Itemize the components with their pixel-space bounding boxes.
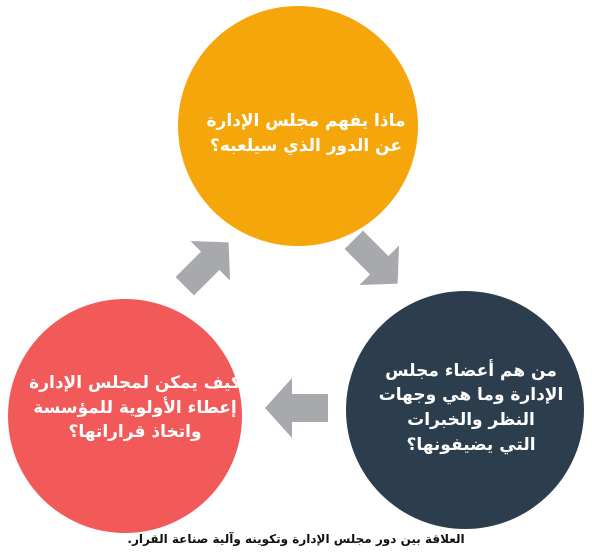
circle-right-line-3: النظر والخبرات [407, 410, 535, 430]
circle-board-members: من هم أعضاء مجلس الإدارة وما هي وجهات ال… [346, 291, 584, 529]
circle-top-line-1: ماذا يفهم مجلس الإدارة [206, 111, 406, 132]
circle-top-line-2: عن الدور الذي سيلعبه؟ [210, 136, 402, 156]
arrow-left-to-top-icon [175, 240, 231, 296]
circle-board-priorities: كيف يمكن لمجلس الإدارة إعطاء الأولوية لل… [8, 299, 242, 533]
circle-right-line-1: من هم أعضاء مجلس [385, 360, 557, 381]
figure-caption: العلاقة بين دور مجلس الإدارة وتكوينه وآل… [127, 532, 465, 546]
circle-right-line-4: التي يضيفونها؟ [406, 434, 536, 455]
circle-left-text: كيف يمكن لمجلس الإدارة إعطاء الأولوية لل… [29, 371, 241, 445]
circle-left-line-1: كيف يمكن لمجلس الإدارة [29, 373, 241, 394]
circle-top-text: ماذا يفهم مجلس الإدارة عن الدور الذي سيل… [207, 109, 406, 158]
circle-left-line-2: إعطاء الأولوية للمؤسسة [33, 397, 237, 418]
circle-left-line-3: واتخاذ قراراتها؟ [68, 422, 202, 443]
circle-board-understanding: ماذا يفهم مجلس الإدارة عن الدور الذي سيل… [178, 6, 418, 246]
arrow-top-to-right-icon [344, 230, 400, 286]
circle-right-line-2: الإدارة وما هي وجهات [378, 385, 564, 406]
arrow-right-to-left-icon [265, 378, 328, 438]
circle-right-text: من هم أعضاء مجلس الإدارة وما هي وجهات ال… [379, 359, 564, 458]
